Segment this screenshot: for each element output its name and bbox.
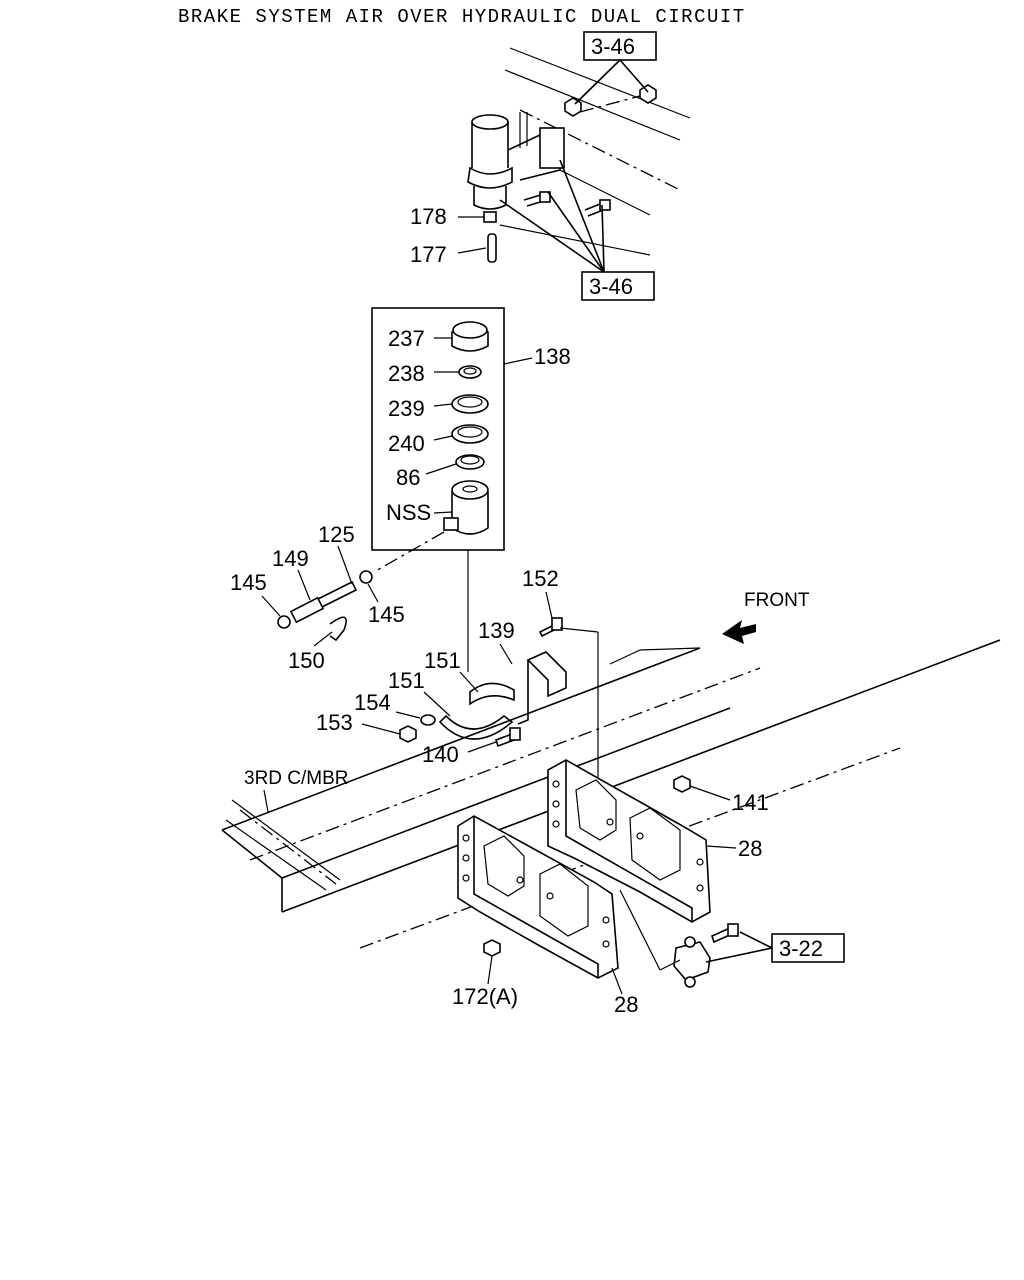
seal-86	[455, 454, 485, 470]
crossmember	[225, 799, 341, 891]
callout-145-left: 145	[230, 570, 267, 595]
nut-153	[399, 725, 417, 743]
ref-bottom-label: 3-22	[779, 936, 823, 961]
callout-28-front: 28	[614, 992, 638, 1017]
kit-box-138	[371, 307, 505, 551]
front-arrow-icon	[722, 620, 756, 644]
pin-149	[289, 580, 358, 624]
callout-141: 141	[732, 790, 769, 815]
bracket-139	[517, 651, 567, 725]
seal-239	[451, 394, 489, 414]
clamp-151-lower	[438, 714, 514, 740]
frame-rail	[221, 639, 1001, 949]
mount-plate-28-rear	[547, 759, 711, 923]
clip-145-left	[277, 615, 291, 629]
callout-151-lower: 151	[388, 668, 425, 693]
fitting-178	[483, 211, 497, 223]
callout-151-upper: 151	[424, 648, 461, 673]
bracket-bolts-top	[523, 84, 657, 217]
callout-239: 239	[388, 396, 425, 421]
bolt-152	[538, 617, 563, 638]
mount-plate-28-front	[457, 815, 619, 979]
ref-box-mid[interactable]: 3-46	[581, 271, 655, 301]
cylinder-nss	[443, 480, 489, 535]
callout-172a: 172(A)	[452, 984, 518, 1009]
callout-150: 150	[288, 648, 325, 673]
washer-154	[420, 714, 436, 726]
seal-238	[458, 365, 482, 379]
ref-box-top[interactable]: 3-46	[583, 31, 657, 61]
callout-nss: NSS	[386, 500, 431, 525]
air-dryer	[467, 112, 565, 210]
seal-240	[451, 424, 489, 444]
ref-top-label: 3-46	[591, 34, 635, 59]
diagram-title: BRAKE SYSTEM AIR OVER HYDRAULIC DUAL CIR…	[178, 6, 746, 28]
callout-238: 238	[388, 361, 425, 386]
crossmember-label: 3RD C/MBR	[244, 768, 349, 789]
callout-177: 177	[410, 242, 447, 267]
callout-125: 125	[318, 522, 355, 547]
cap-237	[451, 321, 489, 352]
callout-145-right: 145	[368, 602, 405, 627]
callout-28-rear: 28	[738, 836, 762, 861]
nut-141	[673, 775, 691, 793]
pipe-177	[487, 233, 497, 263]
callout-178: 178	[410, 204, 447, 229]
callout-152: 152	[522, 566, 559, 591]
callout-139: 139	[478, 618, 515, 643]
clamp-151-upper	[469, 682, 515, 706]
callout-149: 149	[272, 546, 309, 571]
tee-fitting	[673, 923, 739, 988]
front-label: FRONT	[744, 590, 810, 611]
clip-145-right	[359, 570, 373, 584]
callout-138: 138	[534, 344, 571, 369]
spring-150	[329, 616, 347, 642]
nut-172a	[483, 939, 501, 957]
callout-240: 240	[388, 431, 425, 456]
callout-86: 86	[396, 465, 420, 490]
callout-153: 153	[316, 710, 353, 735]
callout-154: 154	[354, 690, 391, 715]
bolt-140	[494, 727, 521, 748]
frame-rail-top	[499, 47, 691, 256]
ref-mid-label: 3-46	[589, 274, 633, 299]
ref-box-bottom[interactable]: 3-22	[771, 933, 845, 963]
callout-140: 140	[422, 742, 459, 767]
callout-237: 237	[388, 326, 425, 351]
